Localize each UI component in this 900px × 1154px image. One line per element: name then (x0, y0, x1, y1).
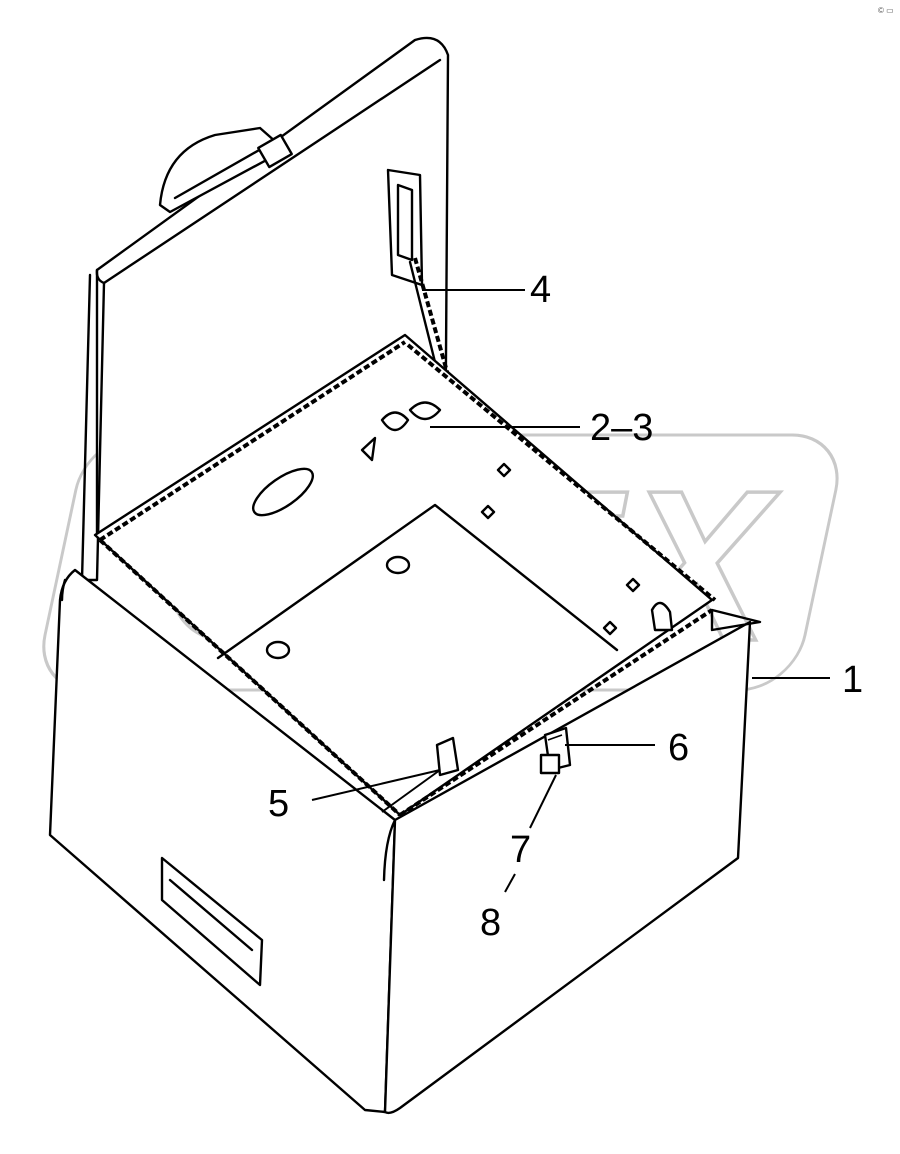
wall-bolt (480, 504, 496, 520)
lid-handle-bracket (257, 133, 293, 169)
wall-bolt (602, 620, 618, 636)
latch-assembly (435, 726, 572, 777)
lid-stop (650, 601, 674, 632)
floor-stud (385, 555, 411, 575)
callout-5: 5 (268, 783, 289, 825)
leader-lines (311, 289, 830, 893)
lid-catch (435, 736, 460, 777)
callout-8: 8 (480, 902, 501, 944)
wall-bolt (496, 462, 512, 478)
box-body (48, 333, 762, 1115)
wall-bolt (625, 577, 641, 593)
side-handle-cutout (160, 856, 264, 987)
corner-mark: © ▭ (878, 6, 894, 15)
callout-2-3: 2–3 (590, 407, 653, 449)
callout-6: 6 (668, 727, 689, 769)
strut-mount (360, 401, 442, 462)
callout-4: 4 (530, 269, 551, 311)
callout-7: 7 (510, 829, 531, 871)
latch-base (539, 753, 561, 775)
callouts: 4 2–3 1 6 5 7 8 (268, 269, 863, 944)
floor-stud (265, 640, 291, 660)
floor-oval-cutout (252, 467, 314, 517)
callout-1: 1 (842, 659, 863, 701)
